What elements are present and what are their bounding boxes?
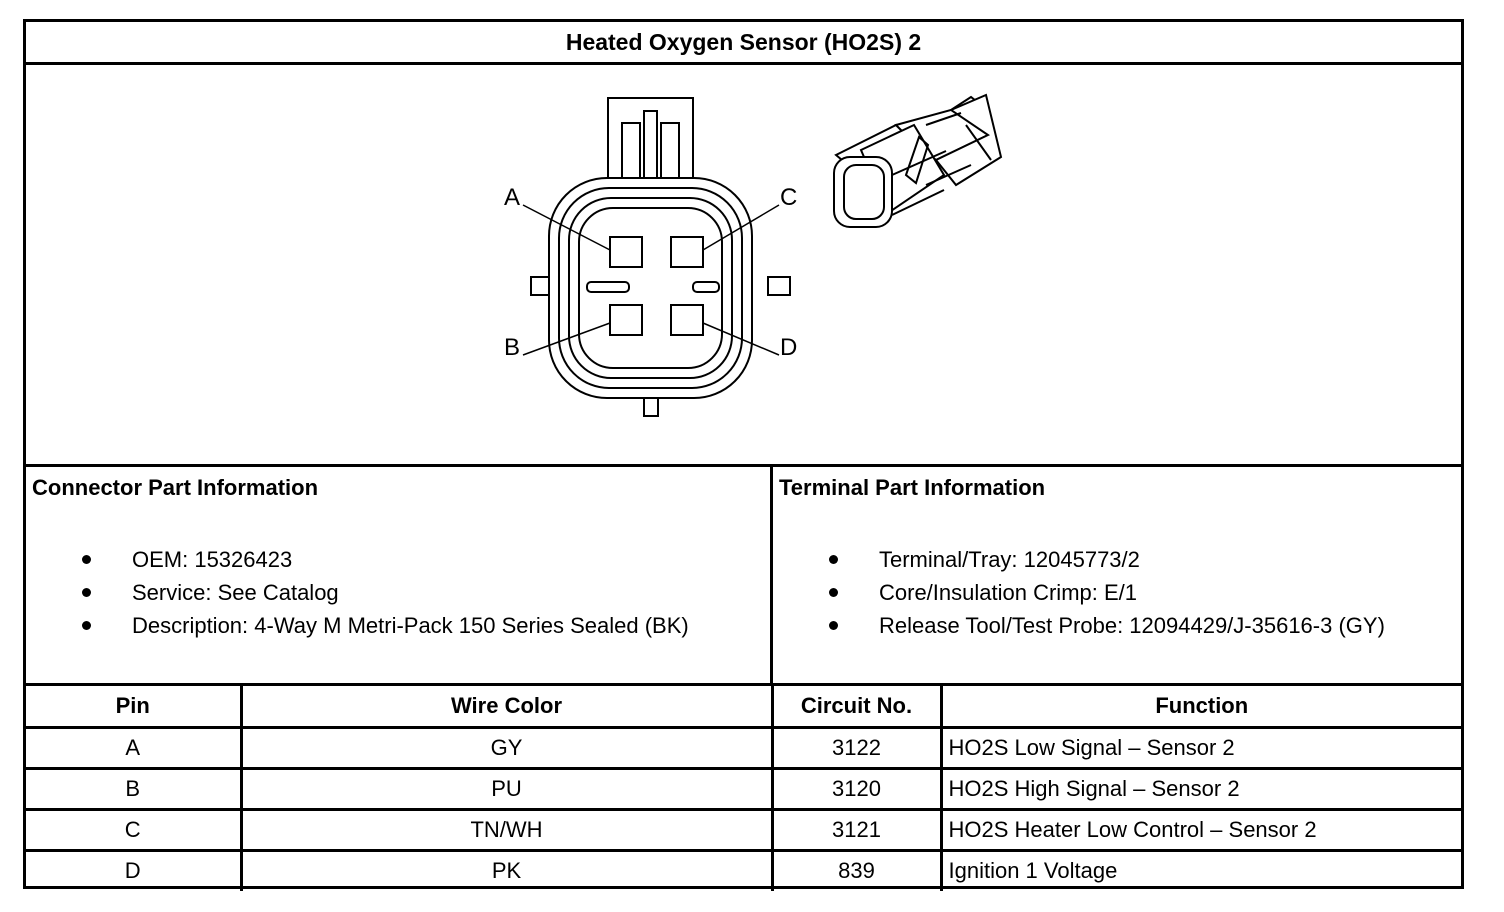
cell-function: HO2S High Signal – Sensor 2 <box>939 766 1461 811</box>
cell-wire-color: GY <box>239 725 774 770</box>
sheet-title: Heated Oxygen Sensor (HO2S) 2 <box>26 22 1461 65</box>
cell-wire-color: PU <box>239 766 774 811</box>
connector-face-drawing: A B C D <box>504 93 1003 417</box>
connector-info-heading: Connector Part Information <box>32 475 319 500</box>
header-wire-color: Wire Color <box>239 686 774 729</box>
table-row: A GY 3122 HO2S Low Signal – Sensor 2 <box>26 725 1461 770</box>
list-item: OEM: 15326423 <box>26 543 689 576</box>
header-pin: Pin <box>26 686 243 729</box>
bullet-icon <box>829 588 838 597</box>
cell-pin: B <box>26 766 243 811</box>
cell-pin: C <box>26 807 243 852</box>
connector-info-list: OEM: 15326423 Service: See Catalog Descr… <box>26 543 689 642</box>
cell-function: HO2S Heater Low Control – Sensor 2 <box>939 807 1461 852</box>
connector-bottom-tab <box>643 397 659 417</box>
connector-part-info: Connector Part Information OEM: 15326423… <box>26 467 773 683</box>
cell-circuit: 839 <box>770 848 943 891</box>
list-item: Service: See Catalog <box>26 576 689 609</box>
terminal-info-heading: Terminal Part Information <box>779 475 1046 500</box>
bullet-icon <box>829 621 838 630</box>
cell-pin: D <box>26 848 243 891</box>
connector-side-tab-right <box>767 276 791 296</box>
bullet-icon <box>82 621 91 630</box>
leader-line-a <box>522 204 611 251</box>
cell-circuit: 3120 <box>770 766 943 811</box>
cavity-a <box>609 236 643 268</box>
cell-pin: A <box>26 725 243 770</box>
pin-label-a: A <box>504 184 520 211</box>
pin-table-header: Pin Wire Color Circuit No. Function <box>26 686 1461 729</box>
pin-label-b: B <box>504 334 520 361</box>
pin-label-d: D <box>780 334 797 361</box>
bullet-icon <box>82 555 91 564</box>
header-circuit-no: Circuit No. <box>770 686 943 729</box>
cell-circuit: 3122 <box>770 725 943 770</box>
terminal-part-info: Terminal Part Information Terminal/Tray:… <box>773 467 1461 683</box>
pin-label-c: C <box>780 184 797 211</box>
list-item: Release Tool/Test Probe: 12094429/J-3561… <box>773 609 1385 642</box>
cell-circuit: 3121 <box>770 807 943 852</box>
cavity-b <box>609 304 643 336</box>
cell-wire-color: TN/WH <box>239 807 774 852</box>
header-function: Function <box>939 686 1461 729</box>
bullet-icon <box>829 555 838 564</box>
leader-line-b <box>522 322 611 356</box>
list-item: Terminal/Tray: 12045773/2 <box>773 543 1385 576</box>
bullet-icon <box>82 588 91 597</box>
cell-function: HO2S Low Signal – Sensor 2 <box>939 725 1461 770</box>
table-row: C TN/WH 3121 HO2S Heater Low Control – S… <box>26 807 1461 852</box>
connector-diagram: A B C D <box>26 65 1461 467</box>
table-row: B PU 3120 HO2S High Signal – Sensor 2 <box>26 766 1461 811</box>
table-row: D PK 839 Ignition 1 Voltage <box>26 848 1461 891</box>
cell-function: Ignition 1 Voltage <box>939 848 1461 891</box>
connector-sheet: Heated Oxygen Sensor (HO2S) 2 <box>23 19 1464 891</box>
list-item: Core/Insulation Crimp: E/1 <box>773 576 1385 609</box>
cell-wire-color: PK <box>239 848 774 891</box>
connector-3d-view <box>833 93 1003 228</box>
cavity-c <box>670 236 704 268</box>
connector-body-outer <box>548 177 753 399</box>
part-info-section: Connector Part Information OEM: 15326423… <box>26 467 1461 686</box>
terminal-info-list: Terminal/Tray: 12045773/2 Core/Insulatio… <box>773 543 1385 642</box>
list-item: Description: 4-Way M Metri-Pack 150 Seri… <box>26 609 689 642</box>
cavity-d <box>670 304 704 336</box>
leader-line-d <box>702 322 780 356</box>
pin-table: Pin Wire Color Circuit No. Function A GY… <box>26 686 1461 891</box>
leader-line-c <box>702 204 780 251</box>
